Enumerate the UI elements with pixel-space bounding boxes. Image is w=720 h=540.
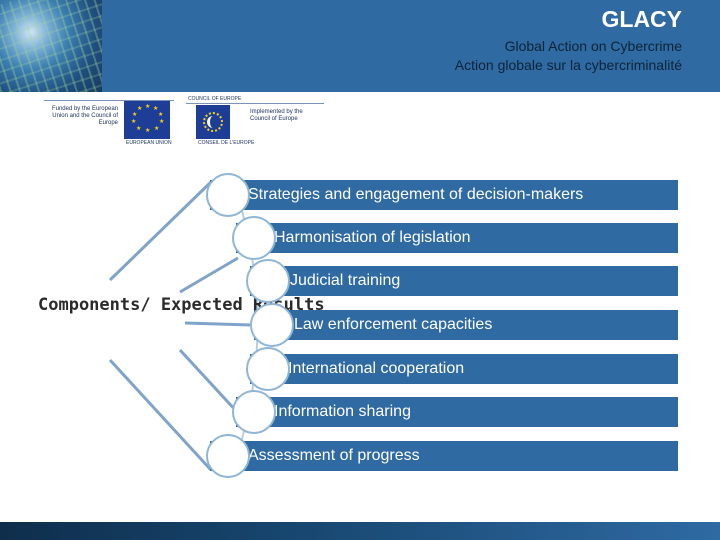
footer-bar <box>0 522 720 540</box>
coe-logo: COUNCIL OF EUROPE Implemented by the Cou… <box>186 96 324 146</box>
subtitle-english: Global Action on Cybercrime <box>504 38 682 54</box>
item-circle <box>246 347 290 391</box>
item-bar-assessment: Assessment of progress <box>210 441 678 471</box>
eu-caption: EUROPEAN UNION <box>126 140 172 146</box>
item-circle <box>232 390 276 434</box>
coe-implemented-text: Implemented by the Council of Europe <box>250 109 303 122</box>
subtitle-french: Action globale sur la cybercriminalité <box>454 57 682 73</box>
page-title: GLACY <box>601 6 683 32</box>
eu-funded-text: Funded by the European Union and the Cou… <box>51 106 118 126</box>
header-banner: GLACY Global Action on Cybercrime Action… <box>0 0 720 92</box>
item-circle <box>206 434 250 478</box>
item-circle <box>232 216 276 260</box>
globe-image <box>0 0 102 92</box>
coe-emblem-icon <box>196 105 230 139</box>
item-bar-information-sharing: Information sharing <box>236 397 678 427</box>
item-circle <box>246 259 290 303</box>
eu-logo: Funded by the European Union and the Cou… <box>44 100 174 146</box>
coe-bottom-caption: CONSEIL DE L'EUROPE <box>198 140 255 146</box>
item-bar-judicial-training: Judicial training <box>250 266 678 296</box>
item-circle <box>206 173 250 217</box>
item-circle <box>250 303 294 347</box>
item-bar-strategies: Strategies and engagement of decision-ma… <box>210 180 678 210</box>
components-label: Components/ Expected Results <box>38 295 325 315</box>
item-bar-law-enforcement: Law enforcement capacities <box>254 310 678 340</box>
eu-flag-icon: ★★★ ★★★ ★★★ ★ <box>124 101 170 139</box>
coe-top-caption: COUNCIL OF EUROPE <box>188 96 242 102</box>
item-bar-harmonisation: Harmonisation of legislation <box>236 223 678 253</box>
item-bar-international-cooperation: International cooperation <box>250 354 678 384</box>
